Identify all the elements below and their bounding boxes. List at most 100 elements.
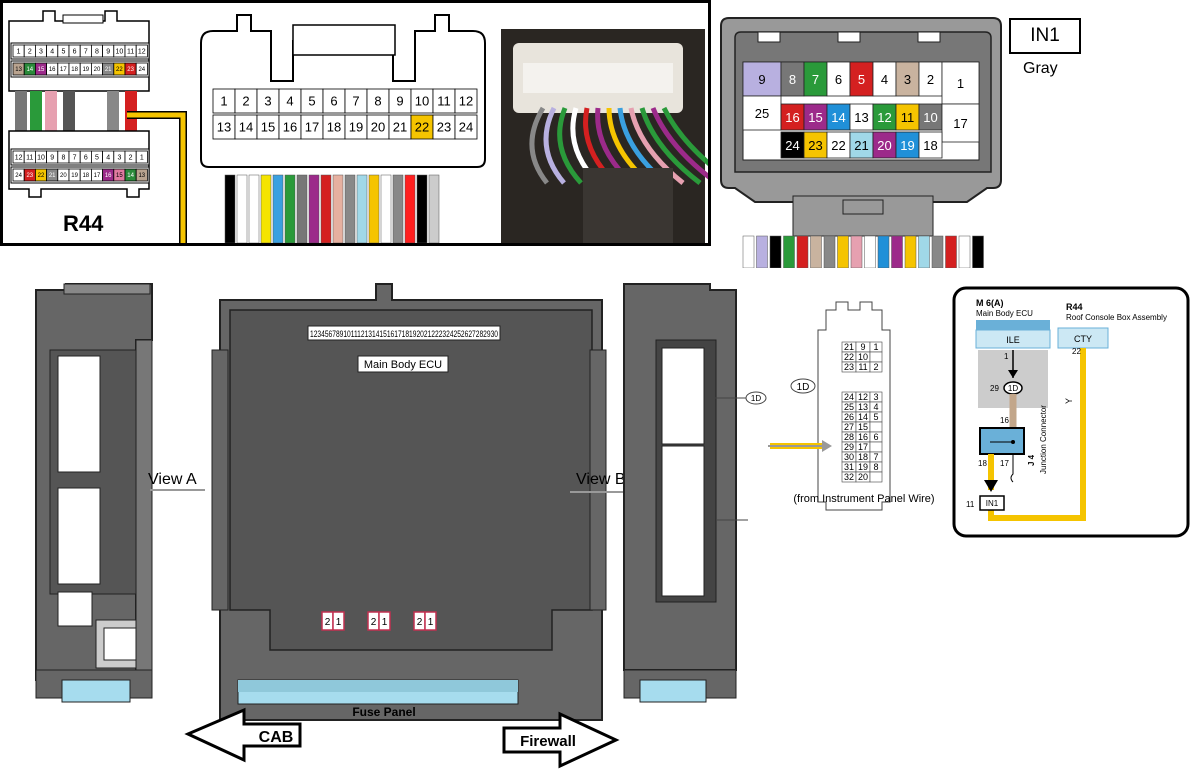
- in1-pin: 15: [808, 110, 822, 125]
- photo-wire: [650, 107, 708, 180]
- cab-arrow: CAB: [184, 707, 302, 763]
- in1-wire: [972, 235, 984, 268]
- fuse-cell: [378, 611, 391, 631]
- in1-wire: [850, 235, 863, 268]
- pin-29: 29: [990, 384, 999, 393]
- in1-wire: [742, 235, 755, 268]
- r44-bot-pin: 4: [106, 154, 110, 161]
- big-wire: [224, 174, 236, 243]
- in1-pin: 6: [835, 72, 842, 87]
- big-row1-pin: 10: [415, 94, 429, 109]
- in1-pin: 1: [957, 76, 964, 91]
- in1-wire: [891, 235, 903, 268]
- big-row1-cell: [454, 88, 478, 114]
- wire-connector-caption: (from Instrument Panel Wire): [793, 493, 934, 505]
- connector-photo: [501, 29, 708, 243]
- r44-top-pin: 11: [127, 48, 134, 55]
- big-row1-pin: 2: [242, 94, 249, 109]
- r44-bot2-pin: 16: [105, 173, 112, 179]
- r44-top2-pin: 17: [60, 67, 67, 73]
- view-b-badge: 1D: [751, 394, 761, 403]
- in1-pin: 19: [900, 138, 914, 153]
- photo-wire: [639, 107, 702, 185]
- fuse-pin: 2: [417, 617, 423, 628]
- big-row2-pin: 19: [349, 120, 363, 135]
- wc-pin: 8: [873, 462, 878, 472]
- j4-label: J 4: [1027, 454, 1036, 466]
- in1-wire: [864, 235, 876, 268]
- big-row1-pin: 12: [459, 94, 473, 109]
- wc-cell: [869, 351, 883, 363]
- big-wire: [344, 174, 356, 243]
- in1-pin: 22: [831, 138, 845, 153]
- wc-pin: 22: [844, 352, 854, 362]
- schematic: M 6(A) Main Body ECU R44 Roof Console Bo…: [952, 286, 1190, 538]
- wc-pin: 21: [844, 342, 854, 352]
- r44-bot-pin: 10: [37, 154, 45, 161]
- r44-top2-pin: 23: [127, 67, 134, 73]
- r44-top-pin: 8: [95, 48, 99, 55]
- big-wire: [284, 174, 296, 243]
- big-wire: [392, 174, 404, 243]
- in1-pin: 9: [758, 72, 765, 87]
- wc-pin: 7: [873, 452, 878, 462]
- big-wire: [428, 174, 440, 243]
- wc-pin: 23: [844, 362, 854, 372]
- wc-pin: 20: [858, 472, 868, 482]
- in1-wire: [904, 235, 917, 268]
- wc-pin: 31: [844, 462, 854, 472]
- in1-label: IN1: [1030, 25, 1060, 46]
- r44-bot2-pin: 19: [71, 173, 78, 179]
- in1-pin: 8: [789, 72, 796, 87]
- firewall-label: Firewall: [520, 733, 576, 750]
- r44-top-pin: 12: [138, 48, 146, 55]
- in1-pin: 2: [927, 72, 934, 87]
- in1-pin: 5: [858, 72, 865, 87]
- wc-pin: 14: [858, 412, 868, 422]
- in1-wire: [796, 235, 809, 268]
- ecu-main: 1234567891011121314151617181920212223242…: [211, 283, 607, 721]
- r44-bot-pin: 9: [50, 154, 54, 161]
- big-row1-pin: 11: [437, 94, 451, 109]
- r44-top-pin: 3: [39, 48, 43, 55]
- pin-18: 18: [978, 459, 987, 468]
- view-a-label: View A: [148, 471, 197, 488]
- ecu-label: Main Body ECU: [364, 359, 442, 371]
- ecu-view-b: [623, 283, 737, 703]
- big-wire: [356, 174, 368, 243]
- r44-bot-pin: 12: [15, 154, 23, 161]
- ile-label: ILE: [1006, 335, 1020, 345]
- wc-pin: 19: [858, 462, 868, 472]
- big-row1-pin: 8: [374, 94, 381, 109]
- wc-pin: 26: [844, 412, 854, 422]
- r44-bot-pin: 7: [73, 154, 77, 161]
- big-row1-pin: 7: [352, 94, 359, 109]
- in1-wire: [877, 235, 890, 268]
- r44-top-cell: [135, 44, 148, 58]
- r44-top2-pin: 20: [94, 67, 101, 73]
- bottom-svg: View A 123456789101112131415161718192021…: [35, 283, 1190, 769]
- j4-desc: Junction Connector: [1039, 405, 1048, 474]
- in1-cell: [918, 131, 943, 159]
- wc-pin: 2: [873, 362, 878, 372]
- big-row1-pin: 3: [264, 94, 271, 109]
- r44-bot-cell: [135, 150, 148, 164]
- big-row2-pin: 13: [217, 120, 231, 135]
- wire-connector-badge: 1D: [797, 382, 810, 393]
- in1-pin: 14: [831, 110, 845, 125]
- in1-pin: 4: [881, 72, 888, 87]
- photo-wire: [628, 107, 685, 185]
- in1-wire: [769, 235, 782, 268]
- in1-wire: [837, 235, 849, 268]
- wc-cell: [869, 471, 883, 483]
- view-b-label: View B: [576, 471, 626, 488]
- r44-top2-pin: 19: [82, 67, 89, 73]
- pin-17: 17: [1000, 459, 1009, 468]
- r44-bot2-pin: 21: [49, 173, 56, 179]
- wc-cell: [869, 441, 883, 453]
- photo-wire: [661, 106, 708, 166]
- in1-label-box: IN1: [1009, 18, 1081, 54]
- in1-cell: [941, 103, 980, 143]
- big-row1-pin: 4: [286, 94, 293, 109]
